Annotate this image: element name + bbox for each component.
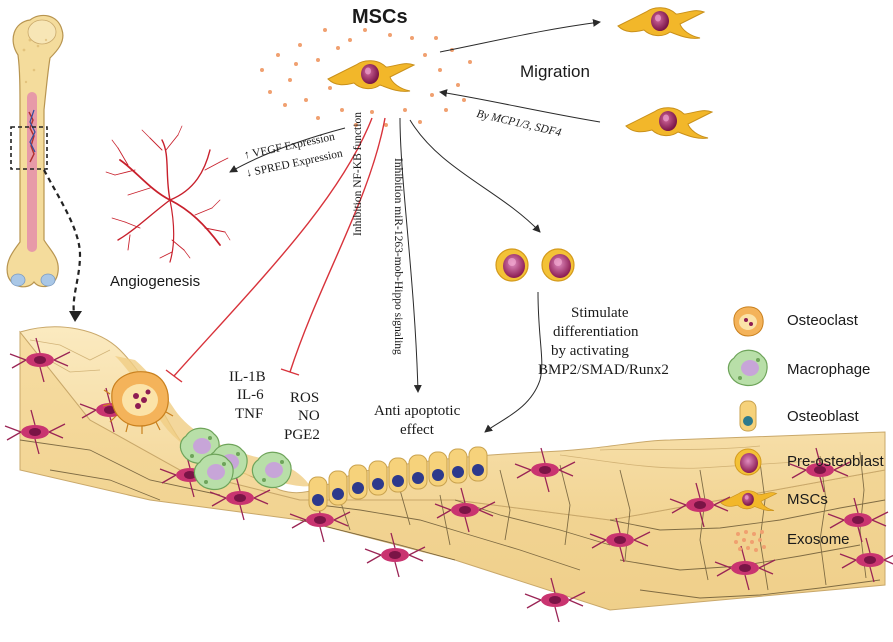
osteoclast-cell: [102, 371, 174, 434]
mir-hippo-label: Inhibition miR-1263-mob-Hippo signaling: [392, 158, 404, 355]
bone-tissue-block: [4, 326, 893, 623]
legend-icons: [720, 306, 777, 552]
stimulate-label-line2: differentiation: [553, 324, 639, 340]
legend-msc-label: MSCs: [787, 491, 828, 508]
mediator-pge2: PGE2: [284, 427, 320, 443]
legend-macrophage-label: Macrophage: [787, 361, 871, 378]
legend-exosome-label: Exosome: [787, 531, 850, 548]
mediator-no: NO: [298, 408, 320, 424]
migrating-msc-bottom: [625, 107, 713, 139]
mediator-ros: ROS: [290, 390, 320, 406]
diagram-title: MSCs: [352, 6, 408, 28]
stimulate-label-line1: Stimulate: [571, 305, 629, 321]
anti-apoptotic-label-line2: effect: [400, 422, 434, 438]
nfkb-inhibition-label: Inhibition NF-KB function: [352, 112, 364, 236]
inhibition-lines: [165, 117, 386, 383]
migration-label: Migration: [520, 62, 590, 81]
cytokine-tnf: TNF: [235, 406, 264, 422]
osteoblast-icon: [739, 400, 757, 432]
legend-osteoblast-label: Osteoblast: [787, 408, 859, 425]
pathway-arrows: [229, 18, 601, 433]
pre-osteoblast-icon: [734, 448, 762, 476]
stimulate-label-line4: BMP2/SMAD/Runx2: [538, 362, 669, 378]
blood-vessel-network: [105, 125, 231, 263]
stimulate-label-line3: by activating: [551, 343, 629, 359]
anti-apoptotic-label-line1: Anti apoptotic: [374, 403, 461, 419]
legend-osteoclast-label: Osteoclast: [787, 312, 858, 329]
legend-pre-osteoblast-label: Pre-osteoblast: [787, 453, 884, 470]
migrating-msc-top: [617, 7, 705, 39]
exosome-cloud: [260, 28, 472, 127]
femur-illustration: [6, 14, 82, 322]
macrophage-icon: [727, 349, 768, 387]
msc-central-cell: [327, 60, 415, 92]
cytokine-il1b: IL-1B: [229, 369, 266, 385]
pre-osteoblast-cell-2: [541, 248, 575, 282]
pre-osteoblast-cell-1: [495, 248, 529, 282]
osteoclast-icon: [733, 306, 764, 337]
angiogenesis-label: Angiogenesis: [110, 273, 201, 290]
exosome-icon: [734, 530, 766, 552]
cytokine-il6: IL-6: [237, 387, 264, 403]
